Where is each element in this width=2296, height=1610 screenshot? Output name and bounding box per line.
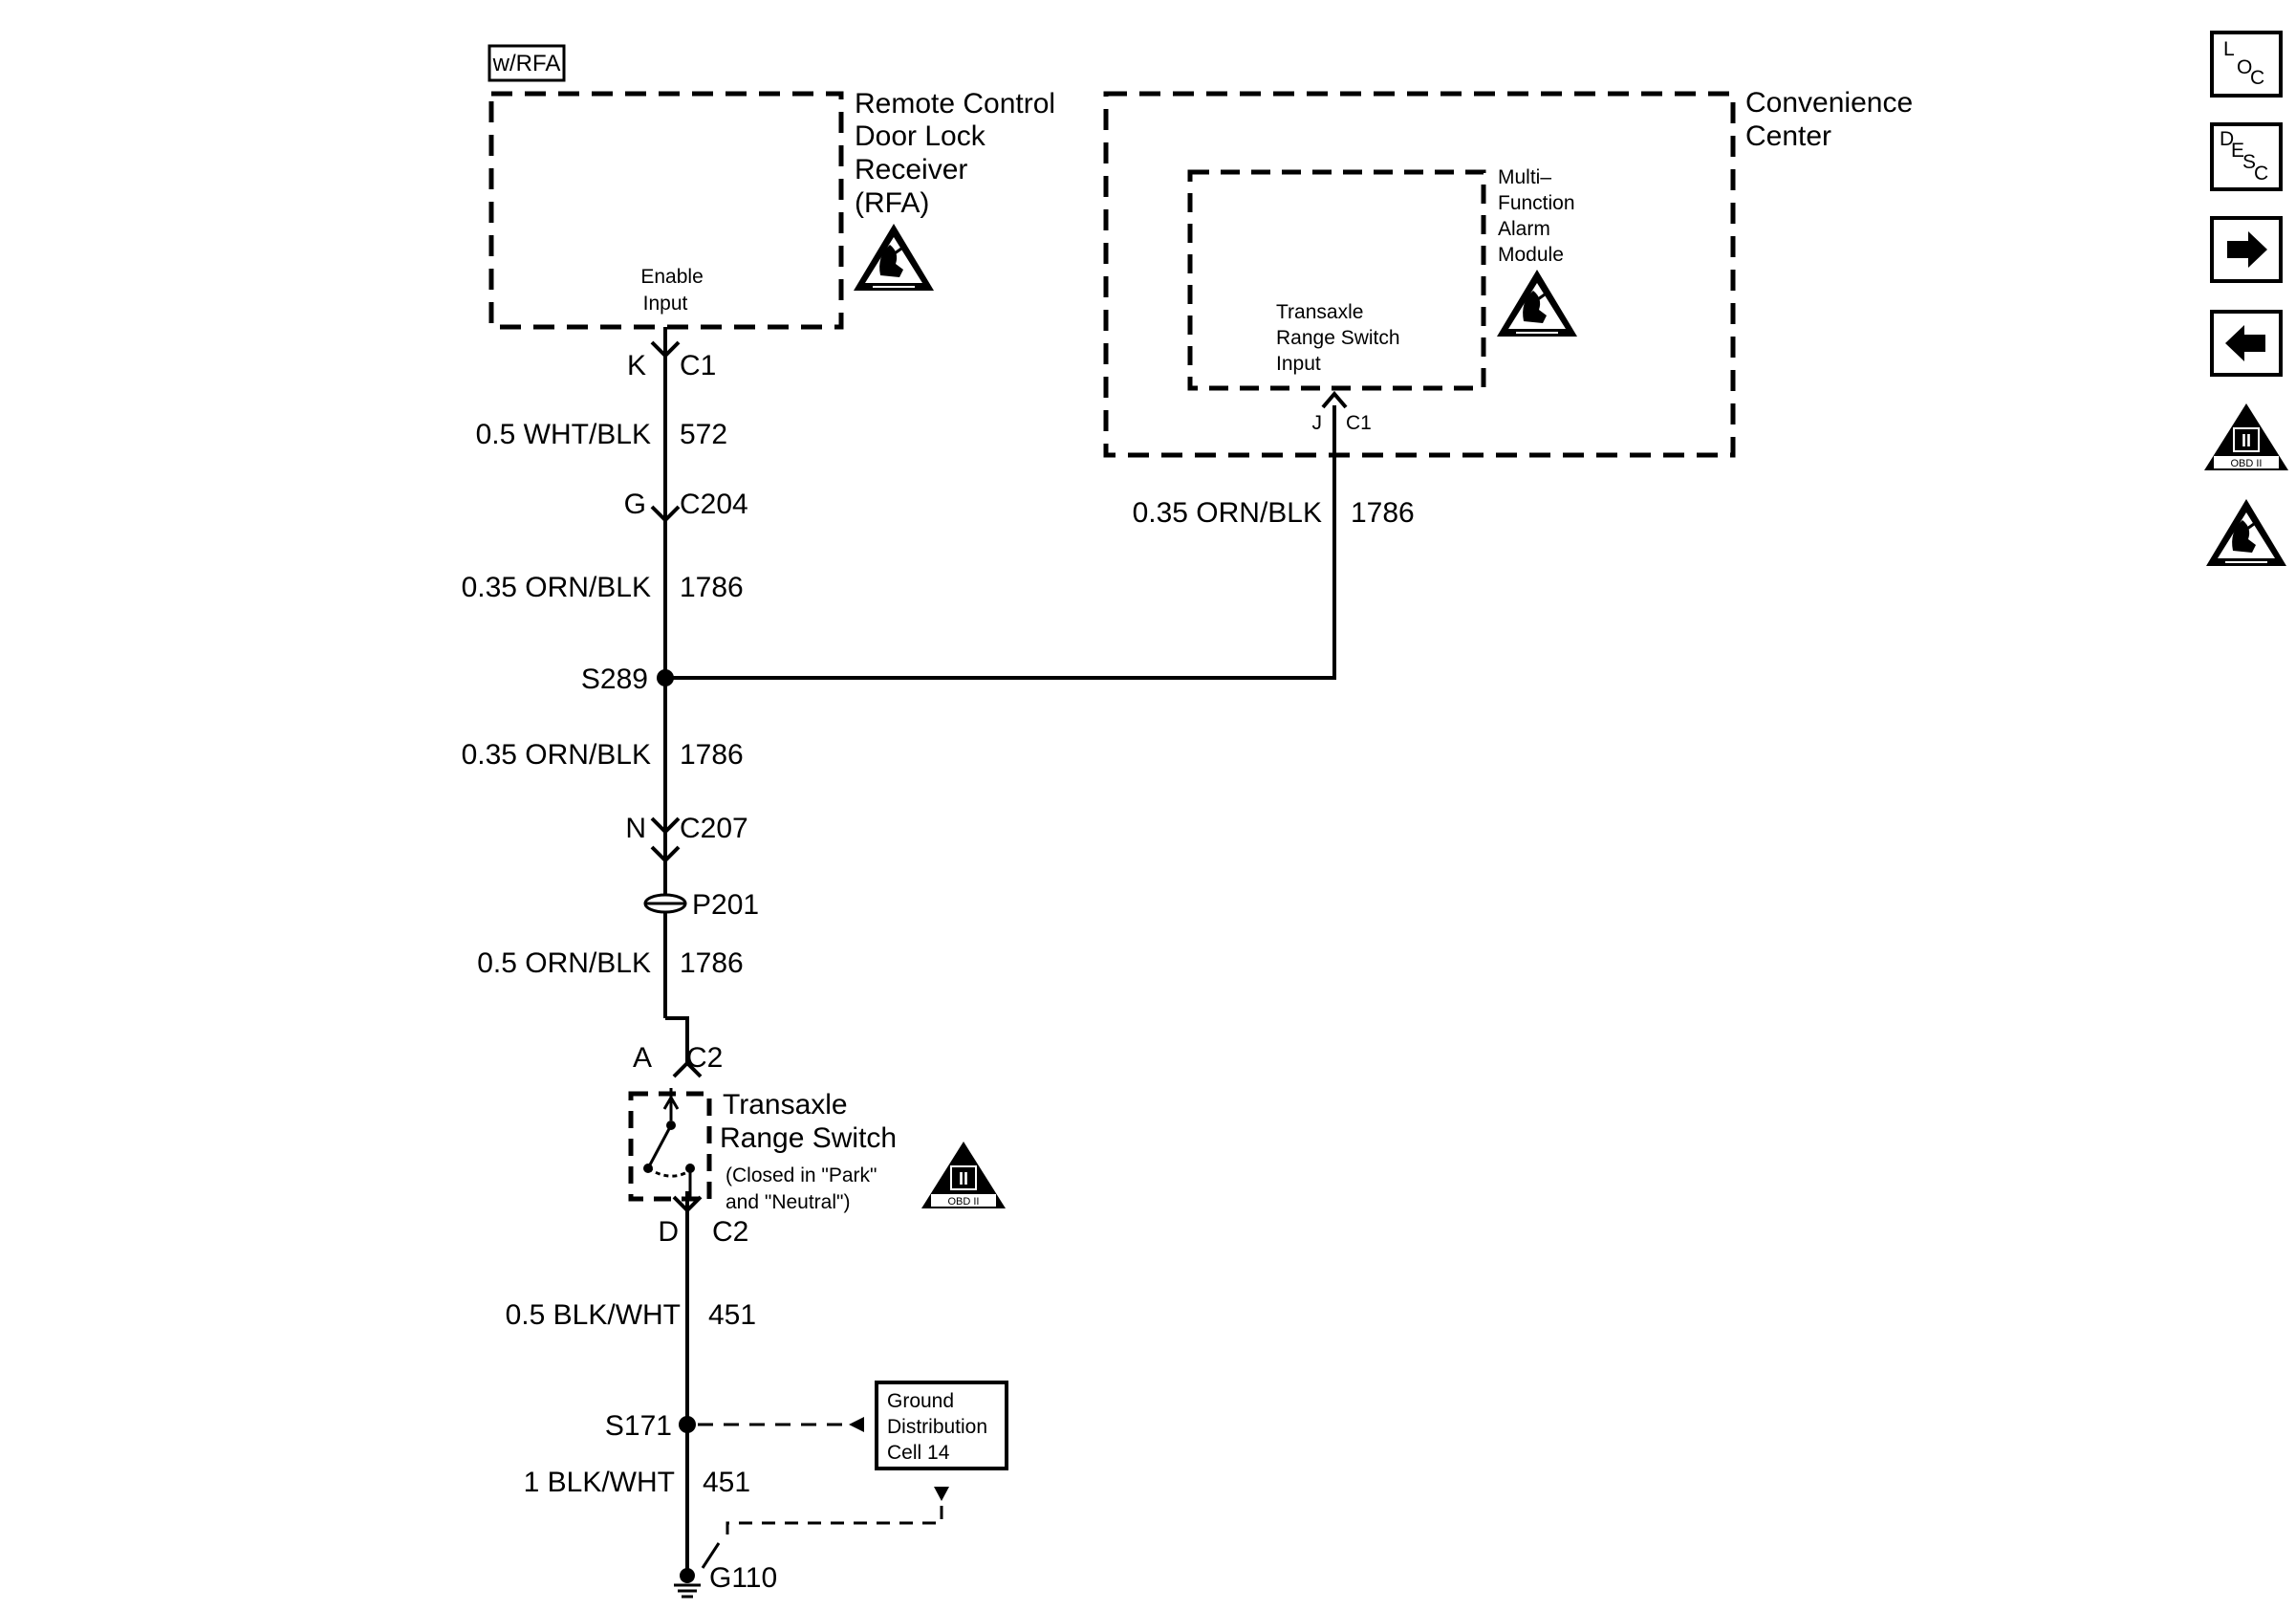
svg-text:G110: G110: [709, 1562, 777, 1594]
svg-text:0.5 BLK/WHT: 0.5 BLK/WHT: [506, 1299, 681, 1331]
svg-text:0.5 ORN/BLK: 0.5 ORN/BLK: [477, 947, 651, 979]
wire-w7-label: 1 BLK/WHT 451: [524, 1467, 750, 1498]
ground-distribution-ref: Ground Distribution Cell 14: [698, 1381, 1008, 1569]
wire-w6-label: 0.5 BLK/WHT 451: [506, 1299, 756, 1331]
svg-text:0.35 ORN/BLK: 0.35 ORN/BLK: [462, 739, 651, 771]
connector-c2-top: A C2: [633, 1042, 723, 1074]
svg-text:1786: 1786: [680, 572, 744, 603]
wire-w3-label: 0.35 ORN/BLK 1786: [1133, 497, 1415, 529]
esd-warning-icon: [852, 222, 936, 293]
previous-button[interactable]: [2210, 310, 2283, 377]
rfa-option-tag: w/RFA: [492, 51, 561, 76]
obd-ii-icon: II OBD II: [921, 1141, 1007, 1209]
svg-text:C2: C2: [686, 1042, 723, 1074]
svg-text:C: C: [2254, 163, 2268, 185]
svg-text:E: E: [2231, 140, 2244, 162]
svg-text:C1: C1: [680, 350, 716, 381]
svg-text:II: II: [2242, 431, 2251, 450]
wire-w1-label: 0.5 WHT/BLK 572: [476, 419, 727, 450]
esd-warning-icon: [1495, 268, 1579, 338]
location-button[interactable]: L O C: [2210, 31, 2283, 98]
switch-title: Transaxle Range Switch: [720, 1089, 897, 1154]
svg-text:572: 572: [680, 419, 727, 450]
connector-mfam-c1: J C1: [1312, 412, 1372, 434]
svg-text:OBD II: OBD II: [947, 1196, 979, 1208]
wire-w2-label: 0.35 ORN/BLK 1786: [462, 572, 744, 603]
svg-text:N: N: [625, 813, 646, 844]
svg-text:C2: C2: [712, 1216, 748, 1248]
svg-text:P201: P201: [692, 889, 759, 921]
ground-distribution-label: Ground Distribution Cell 14: [887, 1390, 993, 1464]
obd-ii-icon[interactable]: II OBD II: [2203, 402, 2289, 471]
svg-text:1786: 1786: [680, 947, 744, 979]
svg-text:C1: C1: [1346, 412, 1372, 434]
splice-s289: S289: [581, 664, 674, 695]
svg-text:S: S: [2242, 151, 2256, 173]
convenience-center-box: [1103, 91, 1736, 458]
mfam-module-box: [1187, 169, 1486, 391]
desc-icon: D: [2220, 128, 2234, 150]
svg-text:C: C: [2250, 67, 2264, 89]
passthrough-p201: P201: [643, 889, 759, 921]
svg-text:O: O: [2237, 56, 2252, 78]
splice-s171: S171: [605, 1410, 696, 1442]
svg-text:D: D: [658, 1216, 679, 1248]
wire-w4-label: 0.35 ORN/BLK 1786: [462, 739, 744, 771]
svg-text:J: J: [1312, 412, 1323, 434]
switch-note: (Closed in "Park" and "Neutral"): [726, 1164, 882, 1213]
arrow-right-icon: [2227, 231, 2267, 268]
svg-text:C204: C204: [680, 489, 748, 520]
svg-text:0.35 ORN/BLK: 0.35 ORN/BLK: [1133, 497, 1322, 529]
svg-text:OBD II: OBD II: [2230, 458, 2262, 469]
connector-c204: G C204: [624, 489, 748, 520]
rfa-enable-input-label: Enable Input: [640, 266, 708, 315]
svg-text:0.35 ORN/BLK: 0.35 ORN/BLK: [462, 572, 651, 603]
mfam-title: Multi– Function Alarm Module: [1498, 166, 1580, 266]
svg-text:1786: 1786: [1351, 497, 1415, 529]
svg-text:G: G: [624, 489, 646, 520]
svg-text:451: 451: [703, 1467, 750, 1498]
esd-warning-icon[interactable]: [2204, 497, 2288, 568]
connector-c207: N C207: [625, 813, 747, 844]
svg-text:0.5 WHT/BLK: 0.5 WHT/BLK: [476, 419, 651, 450]
svg-text:K: K: [627, 350, 646, 381]
svg-text:S289: S289: [581, 664, 648, 695]
svg-text:1786: 1786: [680, 739, 744, 771]
convenience-center: Convenience Center Multi– Function Alarm…: [1103, 87, 1920, 458]
loc-icon: L: [2223, 38, 2235, 60]
transaxle-range-switch: Transaxle Range Switch (Closed in "Park"…: [628, 1088, 1007, 1213]
svg-text:C207: C207: [680, 813, 748, 844]
svg-text:1 BLK/WHT: 1 BLK/WHT: [524, 1467, 675, 1498]
mfam-input-label: Transaxle Range Switch Input: [1276, 301, 1405, 375]
arrow-left-icon: [2225, 325, 2265, 361]
svg-text:S171: S171: [605, 1410, 672, 1442]
rfa-module-box: [488, 91, 844, 330]
description-button[interactable]: D E S C: [2210, 122, 2283, 191]
next-button[interactable]: [2210, 216, 2283, 283]
ground-g110: G110: [674, 1562, 777, 1599]
rfa-module: w/RFA Remote Control Door Lock Receiver …: [487, 44, 1063, 330]
connector-c2-bottom: D C2: [658, 1216, 748, 1248]
svg-text:451: 451: [708, 1299, 756, 1331]
connector-rfa-c1: K C1: [627, 350, 716, 381]
svg-text:II: II: [959, 1169, 968, 1188]
wire-w5-label: 0.5 ORN/BLK 1786: [477, 947, 744, 979]
svg-text:A: A: [633, 1042, 652, 1074]
rfa-title: Remote Control Door Lock Receiver (RFA): [855, 88, 1063, 219]
convenience-center-title: Convenience Center: [1745, 87, 1920, 152]
